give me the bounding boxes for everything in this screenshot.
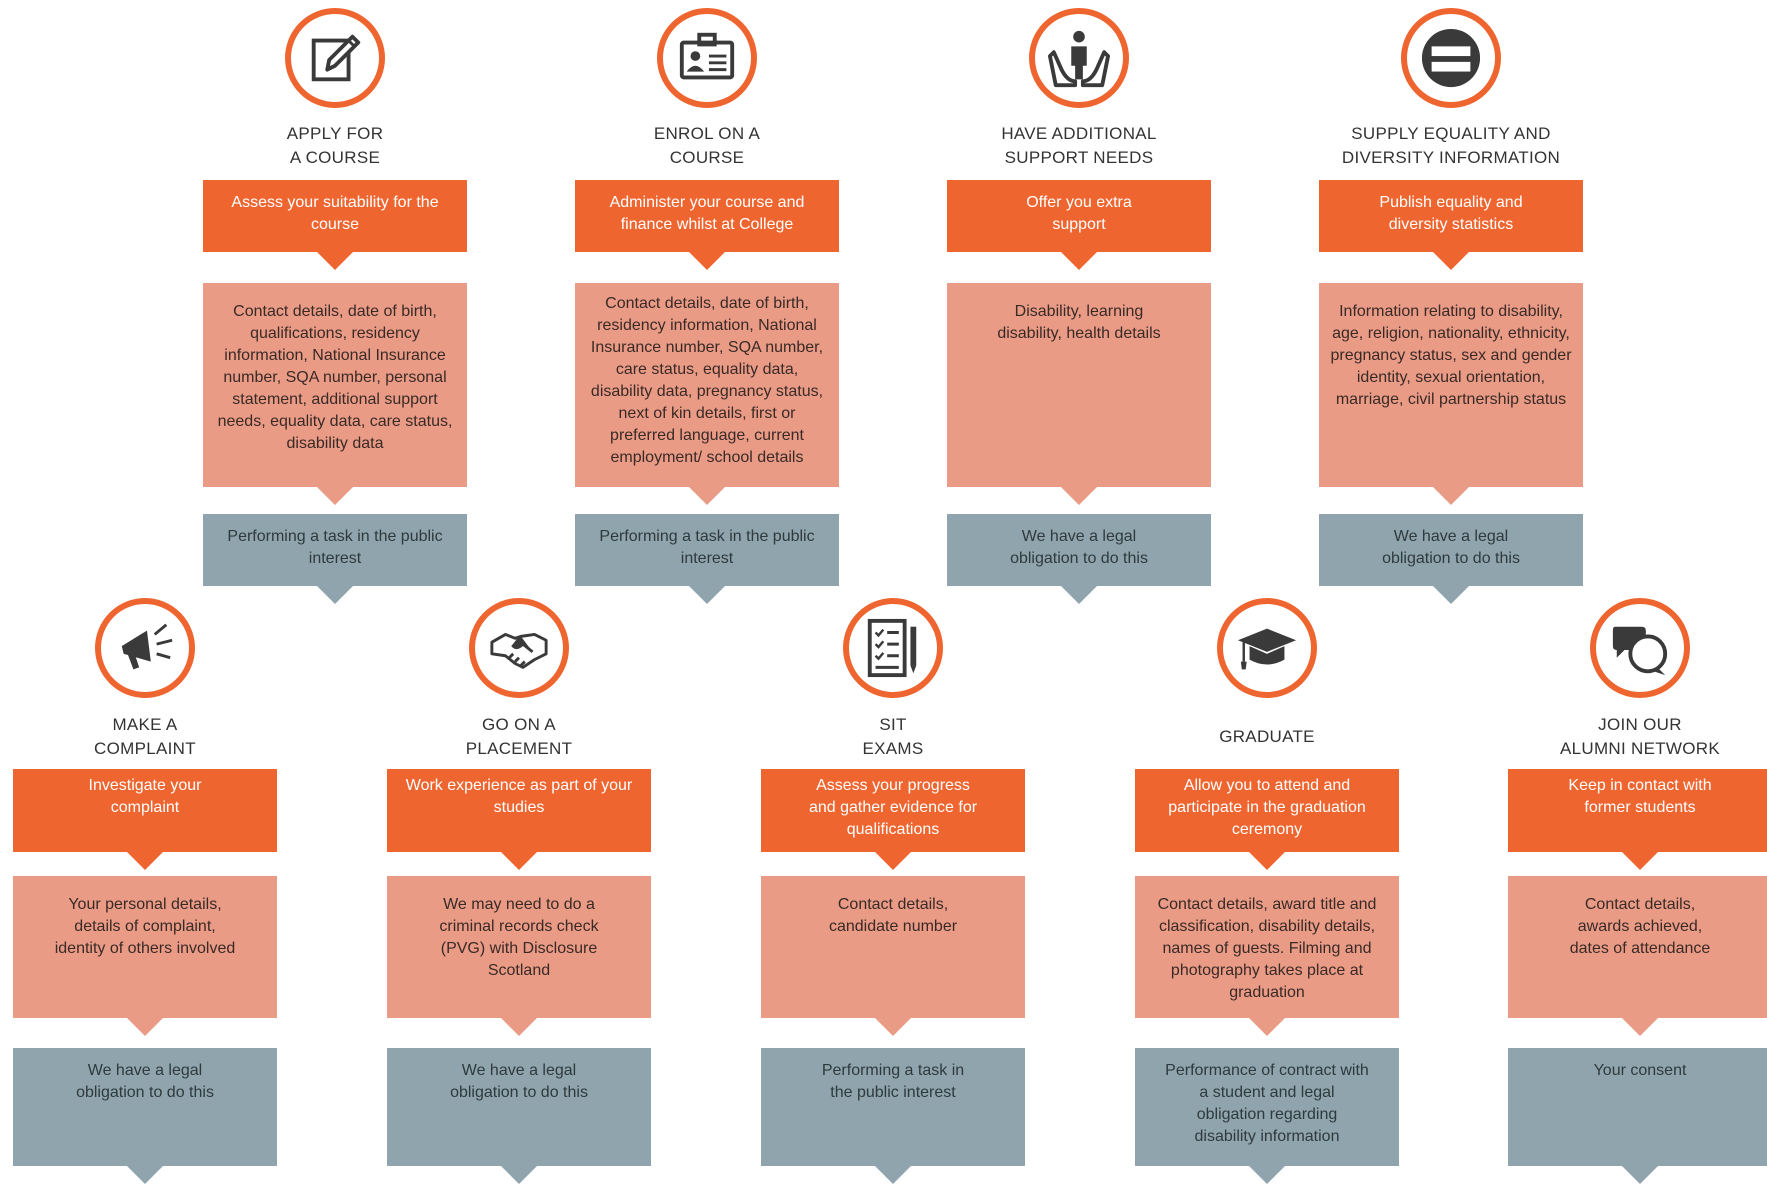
equals-icon — [1401, 8, 1501, 108]
pencil-edit-icon — [285, 8, 385, 108]
data-box: Disability, learning disability, health … — [947, 283, 1211, 487]
data-box: Contact details, award title and classif… — [1135, 876, 1399, 1018]
purpose-box: Keep in contact with former students — [1508, 769, 1767, 852]
purpose-box: Allow you to attend and participate in t… — [1135, 769, 1399, 852]
megaphone-icon — [95, 598, 195, 698]
legal-basis-box: Your consent — [1508, 1048, 1767, 1166]
legal-basis-box: Performing a task in the public interest — [761, 1048, 1025, 1166]
id-card-icon — [657, 8, 757, 108]
checklist-icon — [843, 598, 943, 698]
hands-support-icon — [1029, 8, 1129, 108]
purpose-box: Assess your suitability for the course — [203, 180, 467, 252]
legal-basis-box: Performing a task in the public interest — [203, 514, 467, 586]
handshake-icon — [469, 598, 569, 698]
data-box: Your personal details, details of compla… — [13, 876, 277, 1018]
legal-basis-box: We have a legal obligation to do this — [13, 1048, 277, 1166]
data-box: Contact details, date of birth, residenc… — [575, 283, 839, 487]
data-box: Contact details, candidate number — [761, 876, 1025, 1018]
data-box: We may need to do a criminal records che… — [387, 876, 651, 1018]
chat-bubbles-icon — [1590, 598, 1690, 698]
step-title: GRADUATE — [1219, 727, 1315, 746]
data-box: Contact details, date of birth, qualific… — [203, 283, 467, 487]
purpose-box: Offer you extra support — [947, 180, 1211, 252]
purpose-box: Publish equality and diversity statistic… — [1319, 180, 1583, 252]
legal-basis-box: Performing a task in the public interest — [575, 514, 839, 586]
purpose-box: Administer your course and finance whils… — [575, 180, 839, 252]
purpose-box: Work experience as part of your studies — [387, 769, 651, 852]
purpose-box: Assess your progress and gather evidence… — [761, 769, 1025, 852]
graduation-cap-icon — [1217, 598, 1317, 698]
purpose-box: Investigate your complaint — [13, 769, 277, 852]
legal-basis-box: We have a legal obligation to do this — [1319, 514, 1583, 586]
legal-basis-box: Performance of contract with a student a… — [1135, 1048, 1399, 1166]
legal-basis-box: We have a legal obligation to do this — [947, 514, 1211, 586]
data-box: Contact details, awards achieved, dates … — [1508, 876, 1767, 1018]
data-box: Information relating to disability, age,… — [1319, 283, 1583, 487]
legal-basis-box: We have a legal obligation to do this — [387, 1048, 651, 1166]
